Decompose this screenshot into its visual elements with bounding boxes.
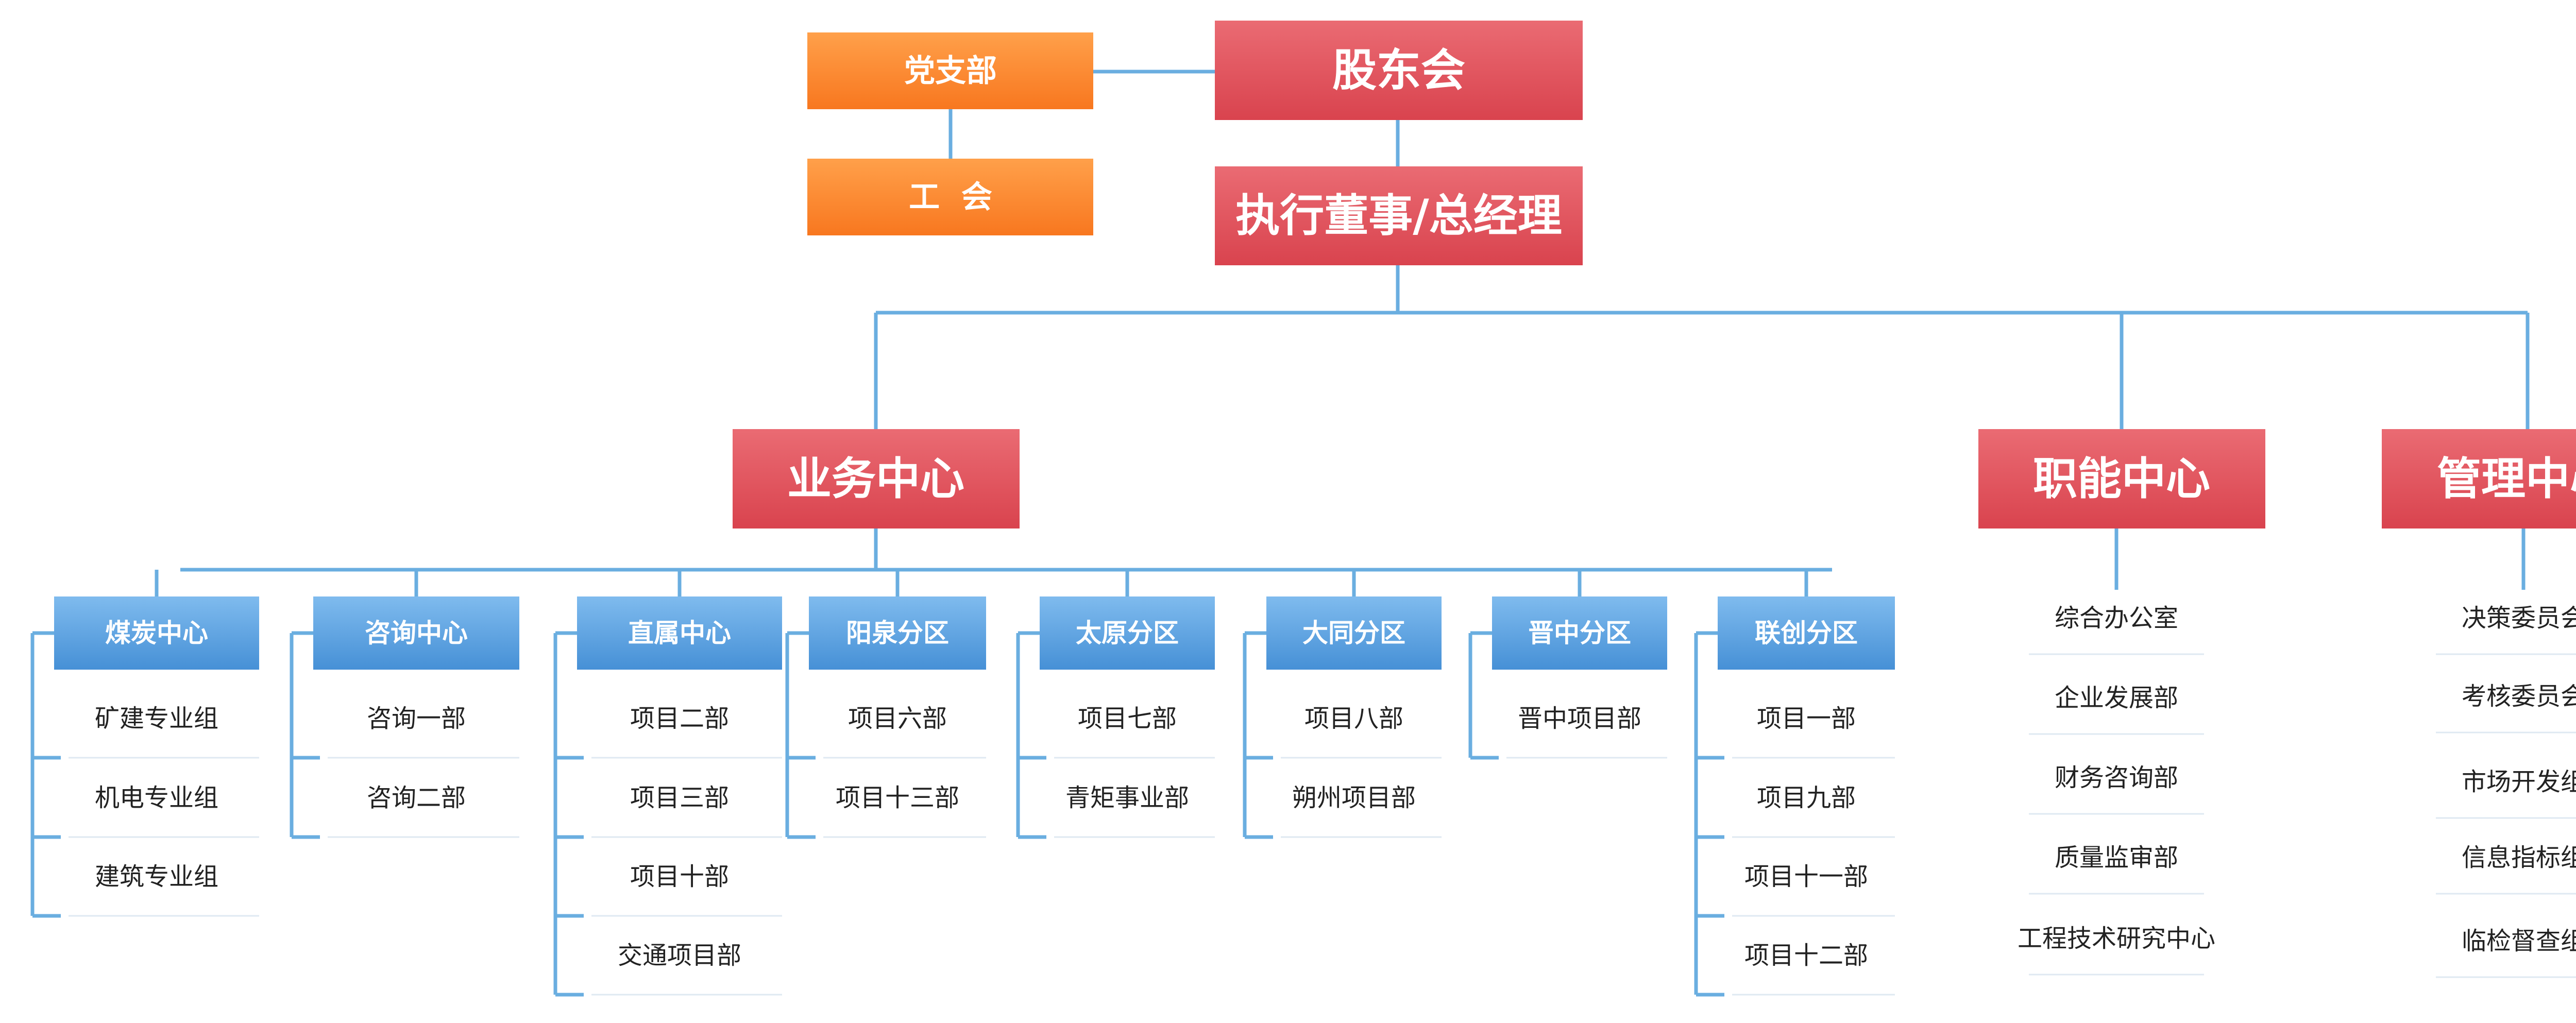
list-item: 信息指标组 xyxy=(2462,843,2576,872)
unit-item: 咨询二部 xyxy=(367,783,466,812)
business-center-label: 业务中心 xyxy=(787,453,964,505)
unit-item: 项目六部 xyxy=(848,704,947,733)
list-item: 市场开发组 xyxy=(2462,768,2576,796)
functional-center-label: 职能中心 xyxy=(2033,453,2210,505)
unit-title: 晋中分区 xyxy=(1528,618,1631,648)
unit-title: 阳泉分区 xyxy=(846,618,949,648)
unit-item: 项目十二部 xyxy=(1744,941,1868,970)
unit-item: 矿建专业组 xyxy=(95,704,218,733)
list-item: 财务咨询部 xyxy=(2055,763,2178,792)
list-item: 决策委员会 xyxy=(2462,604,2576,633)
business-units: 煤炭中心矿建专业组机电专业组建筑专业组咨询中心咨询一部咨询二部直属中心项目二部项… xyxy=(30,570,1895,997)
unit-item: 项目八部 xyxy=(1304,704,1403,733)
unit-title: 直属中心 xyxy=(628,618,731,648)
unit-item: 朔州项目部 xyxy=(1292,783,1416,812)
unit-item: 晋中项目部 xyxy=(1518,704,1641,733)
executive-box: 执行董事/总经理 xyxy=(1215,166,1583,265)
unit-title: 煤炭中心 xyxy=(105,618,208,648)
management-center-box: 管理中心 xyxy=(2382,429,2576,528)
unit-title: 咨询中心 xyxy=(365,618,468,648)
unit-item: 建筑专业组 xyxy=(95,862,218,891)
unit-item: 项目一部 xyxy=(1757,704,1856,733)
unit-item: 咨询一部 xyxy=(367,704,466,733)
union-box: 工 会 xyxy=(807,159,1093,235)
shareholders-box: 股东会 xyxy=(1215,21,1583,120)
unit-item: 项目九部 xyxy=(1757,783,1856,812)
union-label: 工 会 xyxy=(909,179,992,215)
list-item: 考核委员会 xyxy=(2462,682,2576,711)
unit-item: 项目十三部 xyxy=(836,783,959,812)
list-item: 企业发展部 xyxy=(2055,684,2178,712)
shareholders-label: 股东会 xyxy=(1332,45,1465,96)
unit-title: 太原分区 xyxy=(1076,618,1179,648)
unit-item: 项目二部 xyxy=(630,704,729,733)
unit-title: 联创分区 xyxy=(1755,618,1858,648)
management-center-label: 管理中心 xyxy=(2437,453,2576,505)
unit-item: 交通项目部 xyxy=(618,941,741,970)
list-item: 质量监审部 xyxy=(2055,843,2178,872)
unit-item: 项目十一部 xyxy=(1744,862,1868,891)
party-branch-box: 党支部 xyxy=(807,32,1093,109)
upper-connectors xyxy=(180,70,2530,590)
list-item: 工程技术研究中心 xyxy=(2018,924,2215,953)
unit-item: 机电专业组 xyxy=(95,783,218,812)
business-center-box: 业务中心 xyxy=(733,429,1020,528)
unit-title: 大同分区 xyxy=(1302,618,1405,648)
functional-center-box: 职能中心 xyxy=(1978,429,2265,528)
unit-item: 青矩事业部 xyxy=(1065,783,1189,812)
unit-item: 项目十部 xyxy=(630,862,729,891)
unit-item: 项目三部 xyxy=(630,783,729,812)
list-item: 综合办公室 xyxy=(2055,604,2178,633)
executive-label: 执行董事/总经理 xyxy=(1235,190,1562,242)
unit-item: 项目七部 xyxy=(1078,704,1177,733)
list-item: 临检督查组 xyxy=(2462,927,2576,956)
party-branch-label: 党支部 xyxy=(904,53,997,89)
